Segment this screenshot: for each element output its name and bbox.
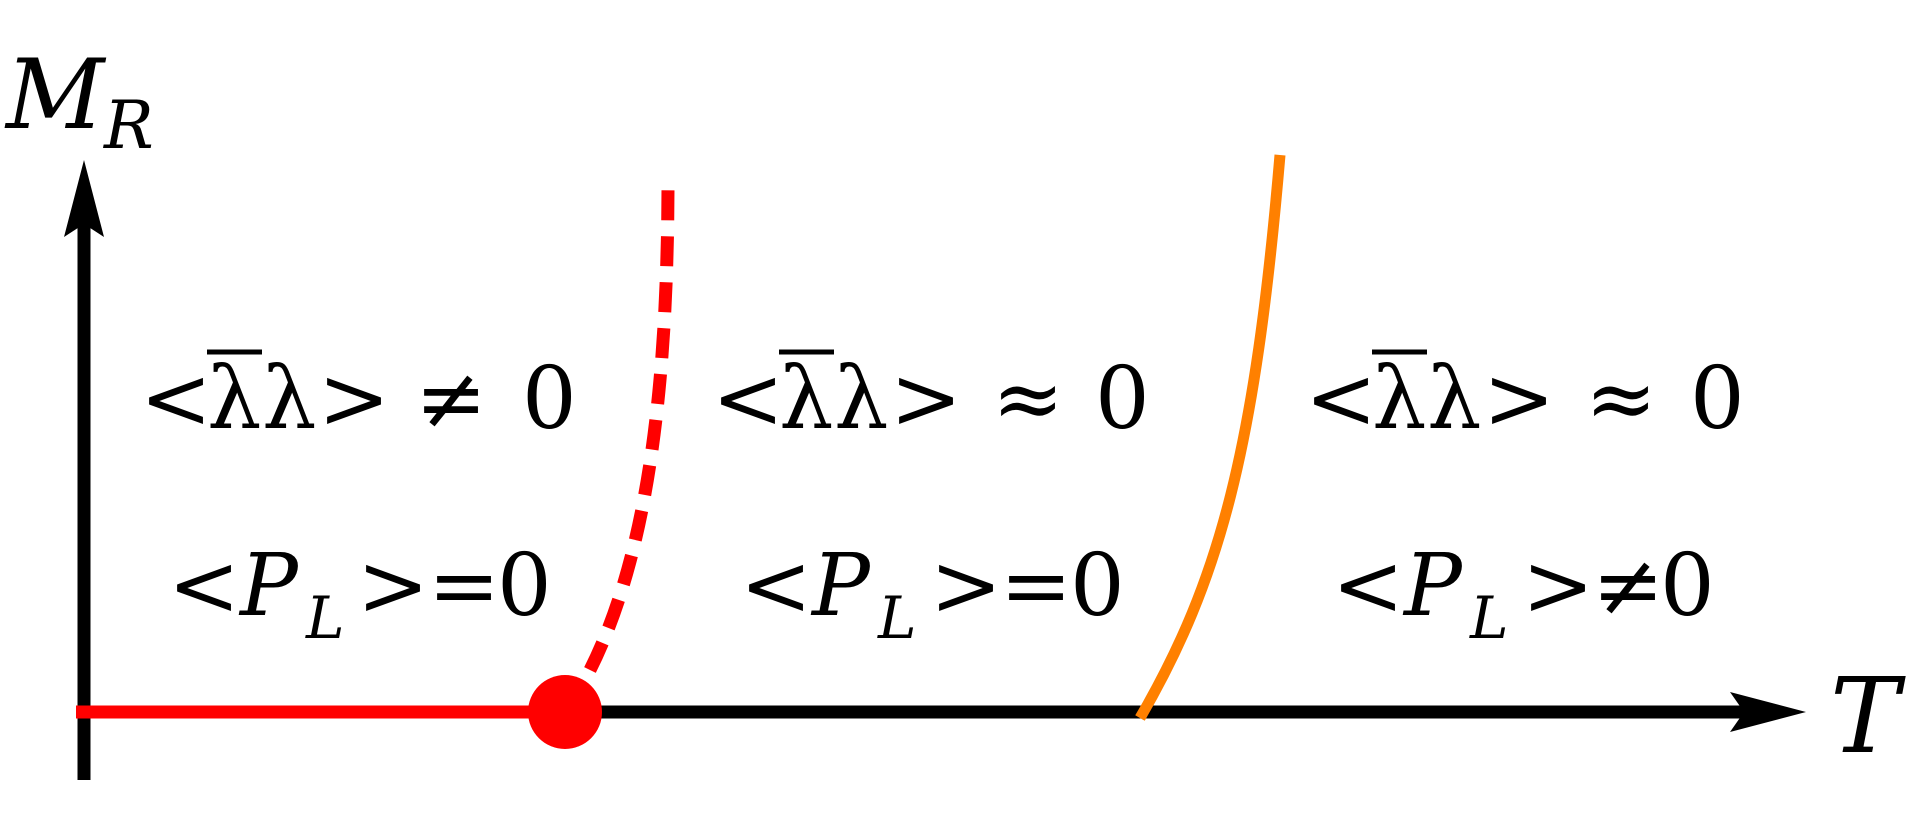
svg-text:0: 0 (1095, 349, 1150, 449)
svg-text:>: > (318, 349, 390, 449)
svg-text:0: 0 (1070, 536, 1125, 636)
svg-text:=: = (428, 536, 500, 636)
svg-text:λ: λ (1372, 349, 1427, 449)
svg-text:<: < (1305, 349, 1377, 449)
svg-text:P: P (238, 536, 300, 636)
y-axis-label: M (4, 39, 107, 151)
svg-text:=: = (1000, 536, 1072, 636)
svg-text:0: 0 (1660, 536, 1715, 636)
x-axis-arrowhead (1730, 692, 1806, 732)
y-axis-label-subscript: R (103, 87, 154, 164)
critical-point (528, 675, 602, 749)
svg-text:L: L (1469, 584, 1509, 652)
svg-text:>: > (357, 536, 429, 636)
svg-text:λ: λ (262, 349, 317, 449)
chiral-crossover-dashed-line (584, 179, 675, 673)
svg-text:0: 0 (497, 536, 552, 636)
region-1-condensate: < λ λ > ≠ 0 (140, 349, 577, 449)
svg-text:<: < (712, 349, 784, 449)
svg-text:0: 0 (1690, 349, 1745, 449)
svg-text:P: P (1402, 536, 1464, 636)
svg-text:>: > (1522, 536, 1594, 636)
svg-text:<: < (140, 349, 212, 449)
svg-text:P: P (810, 536, 872, 636)
svg-text:L: L (877, 584, 917, 652)
svg-text:>: > (930, 536, 1002, 636)
svg-text:≈: ≈ (992, 349, 1064, 449)
svg-text:>: > (890, 349, 962, 449)
region-2-condensate: < λ λ > ≈ 0 (712, 349, 1150, 449)
region-3-polyakov-loop: < P L > ≠ 0 (1332, 536, 1715, 652)
svg-text:<: < (168, 536, 240, 636)
region-2-polyakov-loop: < P L > = 0 (740, 536, 1125, 652)
region-1-polyakov-loop: < P L > = 0 (168, 536, 552, 652)
deconfinement-line (1135, 154, 1286, 721)
svg-text:λ: λ (207, 349, 262, 449)
svg-text:≈: ≈ (1585, 349, 1657, 449)
svg-text:L: L (305, 584, 345, 652)
svg-text:λ: λ (834, 349, 889, 449)
svg-text:≠: ≠ (415, 349, 487, 449)
svg-text:λ: λ (1427, 349, 1482, 449)
svg-text:≠: ≠ (1592, 536, 1664, 636)
svg-text:λ: λ (779, 349, 834, 449)
x-axis-label: T (1830, 655, 1906, 777)
svg-text:<: < (740, 536, 812, 636)
region-3-condensate: < λ λ > ≈ 0 (1305, 349, 1745, 449)
svg-text:<: < (1332, 536, 1404, 636)
svg-text:0: 0 (522, 349, 577, 449)
y-axis-arrowhead (64, 160, 104, 237)
svg-text:>: > (1483, 349, 1555, 449)
